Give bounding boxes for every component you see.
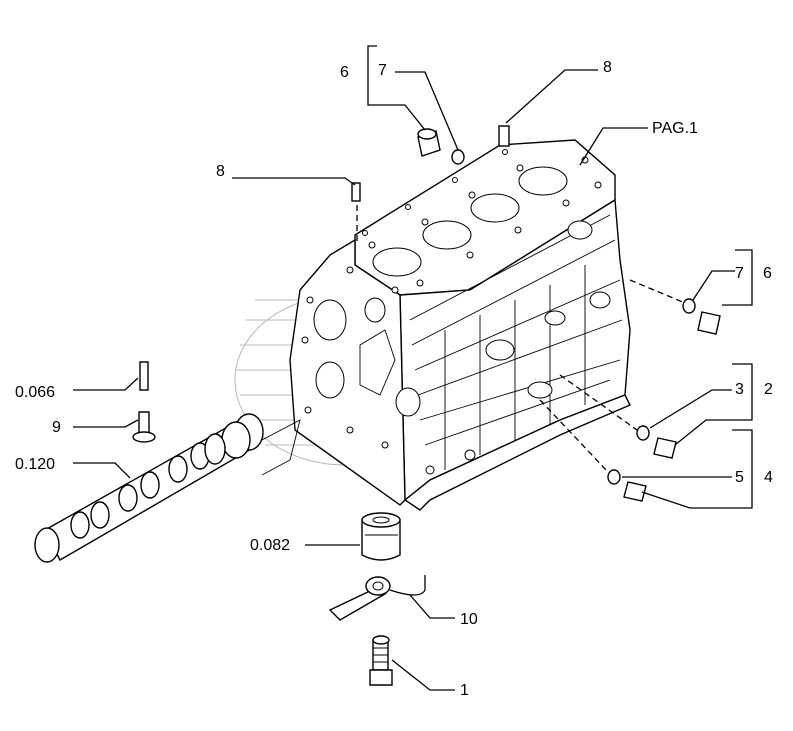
- label-0-120: 0.120: [15, 456, 55, 473]
- tappet-part: [361, 512, 401, 561]
- oil-nozzle: [328, 575, 426, 621]
- label-8-left: 8: [216, 163, 225, 180]
- label-10: 10: [460, 611, 478, 628]
- part-labels: 6 7 8 PAG.1 8 7 6 3 2 5 4 0.066 9 0.120 …: [15, 59, 773, 699]
- leader-lines: [73, 45, 753, 691]
- label-8-top: 8: [603, 59, 612, 76]
- label-4: 4: [764, 469, 773, 486]
- bolt: [369, 635, 393, 686]
- assembly-lines: [356, 205, 686, 473]
- label-3: 3: [735, 381, 744, 398]
- label-7-top: 7: [378, 62, 387, 79]
- label-0-066: 0.066: [15, 384, 55, 401]
- label-0-082: 0.082: [250, 537, 290, 554]
- camshaft: [34, 413, 301, 563]
- label-7-right: 7: [735, 265, 744, 282]
- plugs-and-seals: [132, 125, 721, 502]
- label-9: 9: [52, 419, 61, 436]
- label-6-top: 6: [340, 64, 349, 81]
- label-2: 2: [764, 381, 773, 398]
- label-5: 5: [735, 469, 744, 486]
- label-1: 1: [460, 682, 469, 699]
- engine-block: [289, 139, 631, 511]
- label-6-right: 6: [763, 265, 772, 282]
- label-pag-1: PAG.1: [652, 120, 698, 137]
